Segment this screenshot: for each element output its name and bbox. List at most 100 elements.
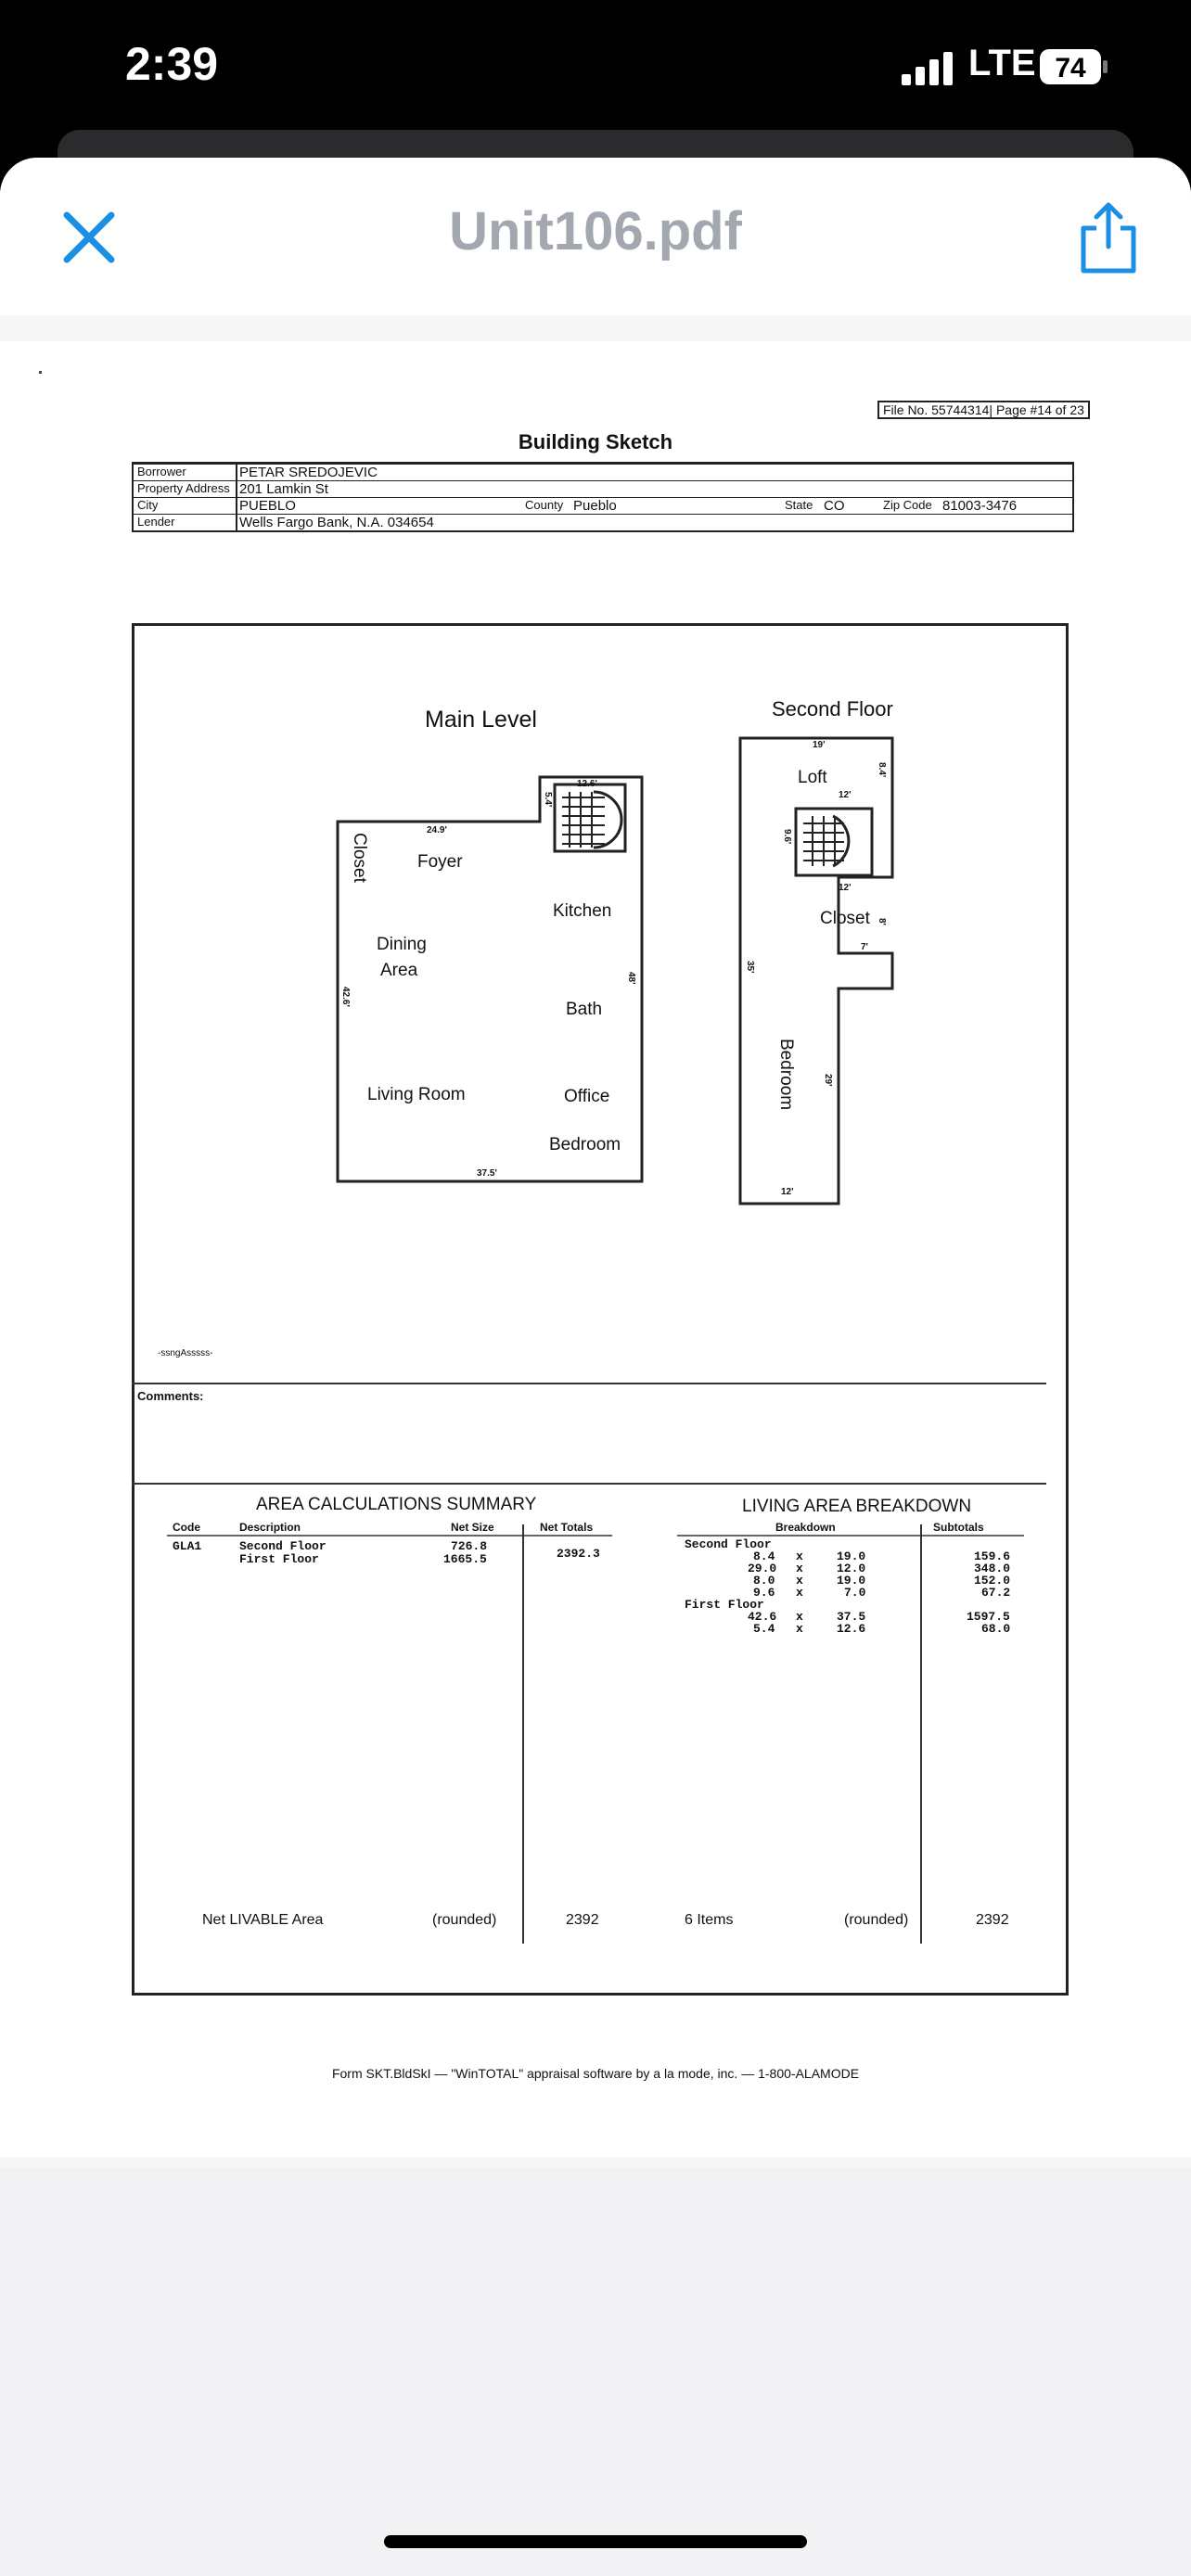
room-dining-area: Area <box>380 961 418 980</box>
area-row-desc: First Floor <box>239 1552 319 1566</box>
area-row-size: 726.8 <box>451 1539 488 1553</box>
breakdown-section: Second Floor <box>685 1537 772 1551</box>
breakdown-b: 19.0 <box>837 1574 866 1588</box>
second-stair <box>794 807 874 877</box>
net-livable-label: Net LIVABLE Area <box>202 1912 324 1928</box>
breakdown-a: 8.0 <box>753 1574 775 1588</box>
breakdown-subtotal: 68.0 <box>981 1622 1011 1636</box>
second-floor-outline <box>738 736 894 1205</box>
dim-second-left: 35' <box>745 961 755 974</box>
label-state: State <box>785 498 813 512</box>
dim-main-top: 24.9' <box>427 825 447 835</box>
room-loft: Loft <box>798 768 827 787</box>
form-footer: Form SKT.BldSkI — "WinTOTAL" appraisal s… <box>331 2066 860 2081</box>
room-dining: Dining <box>377 935 427 954</box>
room-bedroom-second: Bedroom <box>776 1039 796 1111</box>
sketch-legend-text: -ssngAsssss- <box>158 1348 213 1358</box>
area-net-total: 2392.3 <box>557 1547 600 1561</box>
state-value: CO <box>824 498 845 514</box>
times-sign: x <box>796 1549 803 1563</box>
signal-icon <box>902 52 953 85</box>
borrower-value: PETAR SREDOJEVIC <box>239 465 378 480</box>
room-bath: Bath <box>566 1000 603 1019</box>
home-indicator[interactable] <box>384 2535 807 2548</box>
items-value: 2392 <box>976 1912 1009 1928</box>
document-viewer-sheet: Unit106.pdf File No. 55744314| Page #14 … <box>0 158 1191 2576</box>
breakdown-b: 19.0 <box>837 1549 866 1563</box>
dim-second-loft-inner: 12' <box>839 790 852 800</box>
viewer-bottom-area <box>0 2168 1191 2576</box>
network-type: LTE <box>968 43 1036 83</box>
times-sign: x <box>796 1574 803 1588</box>
battery-level: 74 <box>1055 53 1086 83</box>
breakdown-subtotal: 152.0 <box>974 1574 1011 1588</box>
property-info-table: Borrower PETAR SREDOJEVIC Property Addres… <box>132 462 1074 532</box>
breakdown-subtotal: 1597.5 <box>967 1610 1010 1624</box>
comments-label: Comments: <box>137 1389 204 1403</box>
room-bedroom-main: Bedroom <box>549 1135 621 1154</box>
main-level-label: Main Level <box>425 707 537 733</box>
dim-second-closet-top: 12' <box>839 883 852 893</box>
status-bar: 2:39 LTE 74 <box>0 0 1191 139</box>
room-closet-second: Closet <box>820 909 870 928</box>
col-code: Code <box>173 1521 200 1534</box>
col-net-size: Net Size <box>451 1521 494 1534</box>
rounded-right: (rounded) <box>844 1912 909 1928</box>
dim-main-right: 48' <box>626 972 636 985</box>
times-sign: x <box>796 1562 803 1575</box>
sketch-frame <box>132 623 1069 1996</box>
col-net-totals: Net Totals <box>540 1521 594 1534</box>
label-city: City <box>137 498 159 512</box>
nav-bar: Unit106.pdf <box>0 158 1191 315</box>
status-time: 2:39 <box>125 38 219 90</box>
area-code: GLA1 <box>173 1539 202 1553</box>
breakdown-a: 5.4 <box>753 1622 775 1636</box>
document-title: Unit106.pdf <box>449 201 742 261</box>
label-lender: Lender <box>137 515 175 529</box>
net-livable-value: 2392 <box>566 1912 599 1928</box>
dim-second-right1: 8.4' <box>877 762 887 778</box>
share-icon[interactable] <box>1076 200 1141 274</box>
main-stair <box>553 783 627 853</box>
breakdown-a: 29.0 <box>748 1562 777 1575</box>
dim-main-step-side: 5.4' <box>543 792 553 808</box>
dim-second-closet-bottom: 7' <box>861 942 868 952</box>
dim-main-left: 42.6' <box>340 987 351 1007</box>
label-borrower: Borrower <box>137 465 186 478</box>
col-subtotals: Subtotals <box>933 1521 984 1534</box>
area-row-desc: Second Floor <box>239 1539 327 1553</box>
col-description: Description <box>239 1521 301 1534</box>
file-number: File No. 55744314| Page #14 of 23 <box>877 401 1090 419</box>
times-sign: x <box>796 1586 803 1600</box>
zip-value: 81003-3476 <box>942 498 1018 514</box>
items-count: 6 Items <box>685 1912 734 1928</box>
dim-second-closet-right: 8' <box>877 918 887 925</box>
times-sign: x <box>796 1622 803 1636</box>
breakdown-subtotal: 159.6 <box>974 1549 1011 1563</box>
breakdown-b: 7.0 <box>844 1586 866 1600</box>
sketch-heading: Building Sketch <box>518 430 673 453</box>
dim-second-top: 19' <box>813 740 826 750</box>
dim-second-bed-right: 29' <box>823 1074 833 1087</box>
breakdown-b: 12.0 <box>837 1562 866 1575</box>
pdf-scroll-area[interactable]: File No. 55744314| Page #14 of 23 Buildi… <box>0 315 1191 2326</box>
main-level-outline <box>336 775 644 1183</box>
label-zip: Zip Code <box>883 498 932 512</box>
times-sign: x <box>796 1610 803 1624</box>
battery-icon: 74 <box>1040 49 1108 84</box>
area-calc-title: AREA CALCULATIONS SUMMARY <box>256 1495 537 1514</box>
breakdown-subtotal: 348.0 <box>974 1562 1011 1575</box>
breakdown-b: 37.5 <box>837 1610 866 1624</box>
lender-value: Wells Fargo Bank, N.A. 034654 <box>239 515 434 530</box>
living-area-title: LIVING AREA BREAKDOWN <box>742 1497 972 1516</box>
breakdown-a: 9.6 <box>753 1586 775 1600</box>
label-address: Property Address <box>137 481 230 495</box>
dim-main-step-top: 12.6' <box>577 779 597 789</box>
room-foyer: Foyer <box>417 852 463 872</box>
city-value: PUEBLO <box>239 498 296 514</box>
room-office: Office <box>564 1087 610 1106</box>
close-icon[interactable] <box>59 208 119 267</box>
speck <box>39 371 42 374</box>
floor-plan <box>132 736 1046 1944</box>
dim-second-bottom: 12' <box>781 1187 794 1197</box>
